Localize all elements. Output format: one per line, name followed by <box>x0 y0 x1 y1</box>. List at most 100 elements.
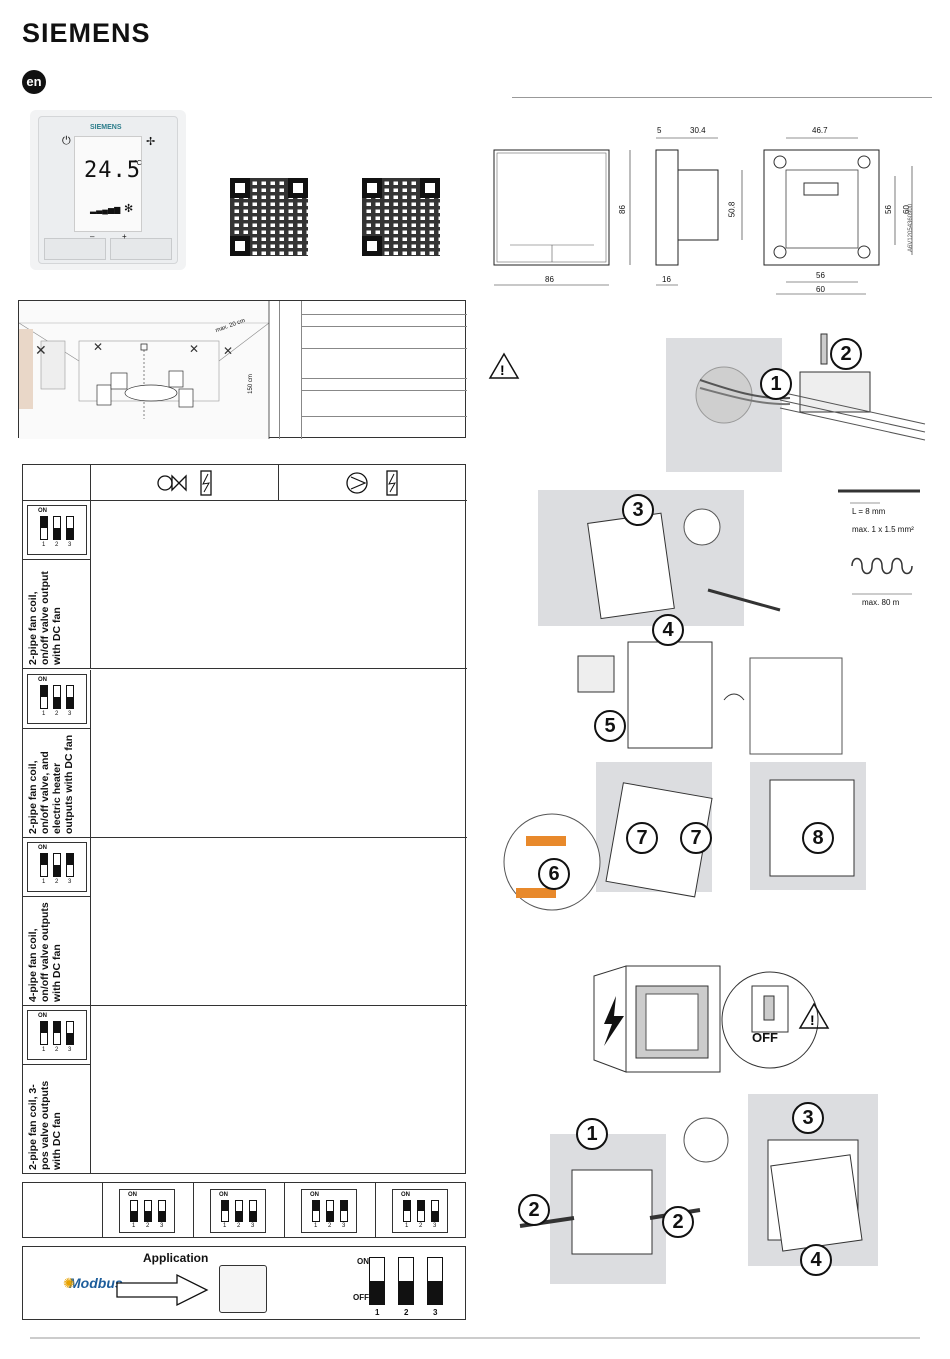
valve-heater-icons <box>157 470 212 496</box>
signal-bars-icon: ▂▃▄▅▆ <box>90 205 121 214</box>
dip-number: 2 <box>55 711 59 717</box>
dip-switch-block: ON 1 2 3 <box>27 505 87 555</box>
app-dip-switch <box>369 1257 385 1305</box>
notes-row <box>301 417 467 439</box>
notes-row <box>301 315 467 327</box>
dip-on-label: ON <box>401 1192 410 1198</box>
app-dip-1: 1 <box>375 1308 380 1317</box>
dip-switch <box>53 853 61 877</box>
header-fan-cell <box>279 465 467 501</box>
notes-row <box>301 349 467 379</box>
header-empty-cell <box>23 465 91 501</box>
strip-length-label: L = 8 mm <box>852 507 886 516</box>
modbus-sun-icon: ✺ <box>63 1275 75 1291</box>
application-panel: Application Modbus ✺ ON OFF 1 2 3 <box>22 1246 466 1320</box>
dip-switch <box>53 516 61 540</box>
svg-text:!: ! <box>500 362 505 378</box>
dip-on-label: ON <box>38 677 47 683</box>
dip-switch <box>40 685 48 709</box>
svg-text:!: ! <box>810 1012 815 1028</box>
step-5: 5 <box>594 710 626 742</box>
dip-switch <box>40 516 48 540</box>
plus-button <box>110 238 172 260</box>
dip-number: 1 <box>42 879 46 885</box>
qr-corner <box>230 178 250 198</box>
dip-switch <box>53 1021 61 1045</box>
dip-number: 2 <box>146 1223 150 1229</box>
dip-number: 2 <box>237 1223 241 1229</box>
dip-on-label: ON <box>38 1013 47 1019</box>
dip-switch <box>158 1200 166 1222</box>
dip-number: 3 <box>68 542 72 548</box>
dip-number: 3 <box>160 1223 164 1229</box>
qr-corner <box>288 178 308 198</box>
header-rule <box>512 97 932 98</box>
lcd-temperature: 24.5 <box>84 158 141 183</box>
dip-number: 3 <box>68 711 72 717</box>
removal-step-2b: 2 <box>662 1206 694 1238</box>
dip-on-label: ON <box>38 845 47 851</box>
notes-row <box>301 327 467 349</box>
dip-switch <box>66 1021 74 1045</box>
brand-logo: SIEMENS <box>22 18 151 48</box>
dip-number: 1 <box>223 1223 227 1229</box>
dip-number: 1 <box>42 1047 46 1053</box>
dip-switch <box>40 1021 48 1045</box>
room-illustration: ✕ ✕ ✕ ✕ <box>18 301 270 439</box>
fan-mode-icon: ✢ <box>146 136 156 148</box>
row-config-divider <box>23 728 91 729</box>
lcd-unit: °C <box>134 160 142 167</box>
dip-on-label: ON <box>38 508 47 514</box>
notes-row <box>301 301 467 315</box>
dip-number: 1 <box>42 542 46 548</box>
power-icon: ⏻ <box>62 135 71 147</box>
dim-side-depth: 16 <box>662 275 671 284</box>
max-length-label: max. 80 m <box>862 598 900 607</box>
dip-switch <box>403 1200 411 1222</box>
dip-on-label: ON <box>128 1192 137 1198</box>
fan-icon: ✻ <box>124 203 134 215</box>
dimension-drawings <box>493 137 913 295</box>
dip-switch <box>144 1200 152 1222</box>
dim-front-width: 86 <box>545 275 554 284</box>
qr-corner <box>362 236 382 256</box>
dip-switch <box>235 1200 243 1222</box>
device-lcd <box>74 136 142 232</box>
dip-number: 2 <box>55 542 59 548</box>
minus-label: – <box>90 232 95 241</box>
dip-number: 3 <box>433 1223 437 1229</box>
app-on-label: ON <box>357 1257 369 1266</box>
dip-number: 1 <box>314 1223 318 1229</box>
dip-number: 1 <box>405 1223 409 1229</box>
dim-side-a: 5 <box>657 126 662 135</box>
thermostat-thumbnail <box>219 1265 267 1313</box>
dim-side-b: 30.4 <box>690 126 706 135</box>
minus-button <box>44 238 106 260</box>
dim-back-w1: 56 <box>816 271 825 280</box>
application-title: Application <box>143 1251 209 1265</box>
qr-corner <box>230 236 250 256</box>
dip-number: 3 <box>251 1223 255 1229</box>
step-4: 4 <box>652 614 684 646</box>
row-config-divider <box>23 1064 91 1065</box>
fan-heater-icons <box>346 470 398 496</box>
dip-switch <box>53 685 61 709</box>
mounting-location-panel: ✕ ✕ ✕ ✕ max. 20 cm 150 cm <box>18 300 467 439</box>
svg-text:✕: ✕ <box>35 342 47 358</box>
device-photo: SIEMENS 24.5 °C ▂▃▄▅▆ ✻ ⏻ ✢ – + <box>30 110 186 270</box>
dip-switch <box>340 1200 348 1222</box>
dip-switch <box>66 853 74 877</box>
